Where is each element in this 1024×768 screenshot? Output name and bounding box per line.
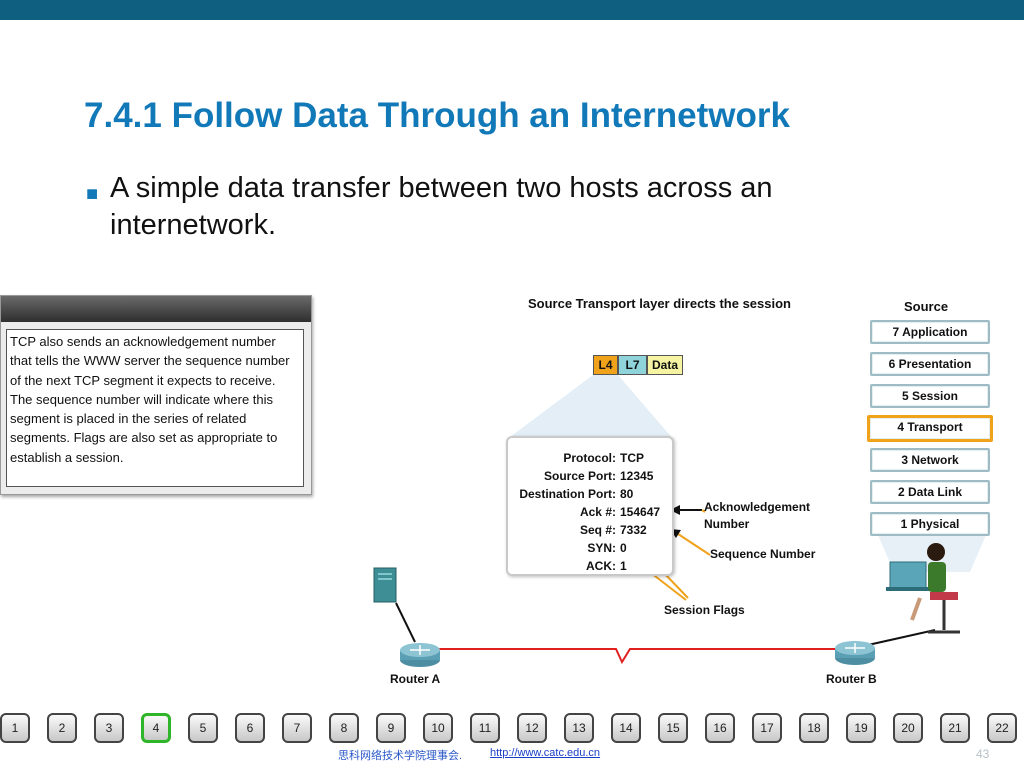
footer-organization: 思科网络技术学院理事会.	[338, 750, 463, 762]
diagram-title: Source Transport layer directs the sessi…	[528, 296, 791, 311]
nav-button-12[interactable]: 12	[517, 713, 547, 743]
top-banner	[0, 0, 1024, 20]
data-flow-diagram: Source Transport layer directs the sessi…	[360, 290, 1024, 690]
nav-button-4[interactable]: 4	[141, 713, 171, 743]
nav-button-13[interactable]: 13	[564, 713, 594, 743]
nav-button-11[interactable]: 11	[470, 713, 500, 743]
router-a-icon	[400, 643, 440, 667]
info-panel-text: TCP also sends an acknowledgement number…	[6, 329, 304, 487]
layer-session: 5 Session	[870, 384, 990, 408]
nav-button-19[interactable]: 19	[846, 713, 876, 743]
layer-application: 7 Application	[870, 320, 990, 344]
nav-button-1[interactable]: 1	[0, 713, 30, 743]
page-number: 43	[976, 747, 990, 761]
layer-transport: 4 Transport	[867, 415, 993, 442]
www-server-icon	[373, 567, 397, 603]
nav-button-22[interactable]: 22	[987, 713, 1017, 743]
router-a-label: Router A	[390, 672, 441, 686]
layer-presentation: 6 Presentation	[870, 352, 990, 376]
pdu-projection	[506, 375, 674, 440]
nav-button-7[interactable]: 7	[282, 713, 312, 743]
router-b-icon	[835, 641, 875, 665]
nav-button-6[interactable]: 6	[235, 713, 265, 743]
ack-number-annotation: Acknowledgement Number	[704, 500, 811, 531]
bullet-square-icon: ■	[86, 183, 99, 205]
sequence-number-annotation: Sequence Number	[710, 547, 816, 561]
layer-physical: 1 Physical	[870, 512, 990, 536]
nav-button-16[interactable]: 16	[705, 713, 735, 743]
header-data: Data	[647, 355, 683, 375]
tcp-segment-details: Protocol:TCP Source Port:12345 Destinati…	[506, 436, 674, 576]
nav-button-18[interactable]: 18	[799, 713, 829, 743]
layer-data-link: 2 Data Link	[870, 480, 990, 504]
nav-button-8[interactable]: 8	[329, 713, 359, 743]
wan-link	[432, 648, 840, 665]
nav-button-5[interactable]: 5	[188, 713, 218, 743]
session-flags-annotation: Session Flags	[664, 603, 745, 617]
slide-title: 7.4.1 Follow Data Through an Internetwor…	[84, 96, 790, 135]
nav-button-3[interactable]: 3	[94, 713, 124, 743]
layer-network: 3 Network	[870, 448, 990, 472]
info-panel-header	[1, 296, 311, 322]
nav-button-2[interactable]: 2	[47, 713, 77, 743]
slide-navigation: 1 2 3 4 5 6 7 8 9 10 11 12 13 14 15 16 1…	[0, 713, 1024, 747]
server-link	[395, 602, 416, 643]
host-link	[867, 629, 936, 646]
nav-button-20[interactable]: 20	[893, 713, 923, 743]
nav-button-17[interactable]: 17	[752, 713, 782, 743]
nav-button-15[interactable]: 15	[658, 713, 688, 743]
bullet-text: A simple data transfer between two hosts…	[110, 172, 773, 241]
nav-button-9[interactable]: 9	[376, 713, 406, 743]
footer-link[interactable]: http://www.catc.edu.cn	[490, 747, 601, 759]
nav-button-14[interactable]: 14	[611, 713, 641, 743]
source-label: Source	[904, 299, 949, 314]
router-b-label: Router B	[826, 672, 877, 686]
source-user-icon	[886, 543, 960, 634]
header-l7: L7	[618, 355, 647, 375]
bullet-point: ■ A simple data transfer between two hos…	[86, 170, 906, 244]
info-panel: TCP also sends an acknowledgement number…	[0, 295, 312, 495]
nav-button-10[interactable]: 10	[423, 713, 453, 743]
header-l4: L4	[593, 355, 618, 375]
nav-button-21[interactable]: 21	[940, 713, 970, 743]
